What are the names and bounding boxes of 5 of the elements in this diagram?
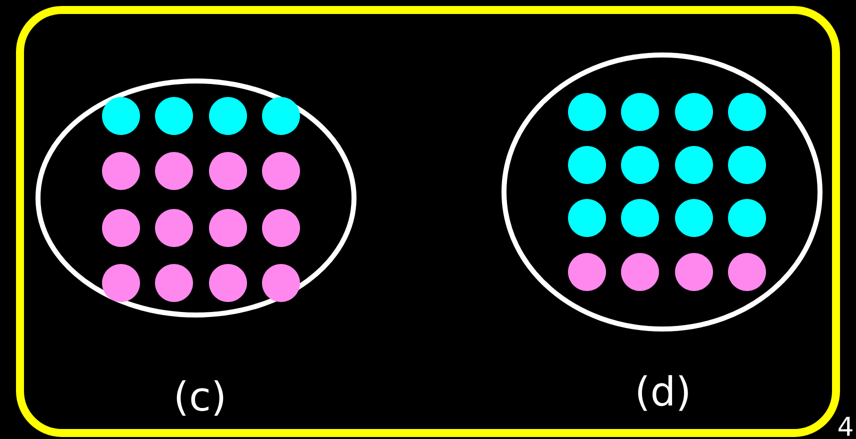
ellipse — [36, 78, 356, 318]
node-label: (d) — [638, 375, 688, 411]
ellipse — [502, 52, 822, 332]
page-number: 4 — [838, 416, 852, 436]
node-label: (c) — [176, 380, 224, 416]
